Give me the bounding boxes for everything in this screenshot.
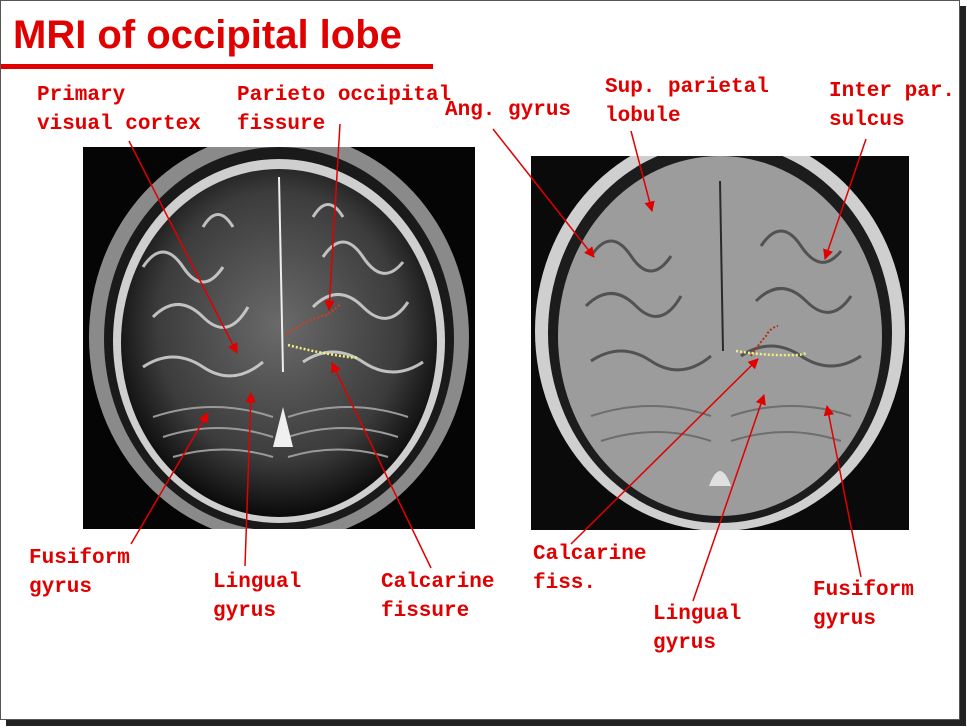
slide-title: MRI of occipital lobe [13, 13, 402, 57]
label-calcarine-fiss-right: Calcarine fiss. [533, 543, 647, 595]
t2-coronal-mri-image [83, 147, 475, 529]
label-lingual-gyrus-left: Lingual gyrus [213, 571, 302, 623]
label-fusiform-gyrus-left: Fusiform gyrus [29, 547, 130, 599]
t1-coronal-mri-image [531, 156, 909, 530]
label-primary-visual-cortex: Primary visual cortex [37, 84, 201, 136]
label-ang-gyrus: Ang. gyrus [445, 99, 572, 122]
label-lingual-gyrus-right: Lingual gyrus [653, 603, 742, 655]
label-calcarine-fissure-left: Calcarine fissure [381, 571, 495, 623]
label-sup-parietal-lobule: Sup. parietal lobule [605, 76, 769, 128]
label-fusiform-gyrus-right: Fusiform gyrus [813, 579, 914, 631]
title-underline [1, 64, 433, 69]
label-inter-par-sulcus: Inter par. sulcus [829, 80, 956, 132]
label-parieto-occipital-fissure: Parieto occipital fissure [237, 84, 452, 136]
